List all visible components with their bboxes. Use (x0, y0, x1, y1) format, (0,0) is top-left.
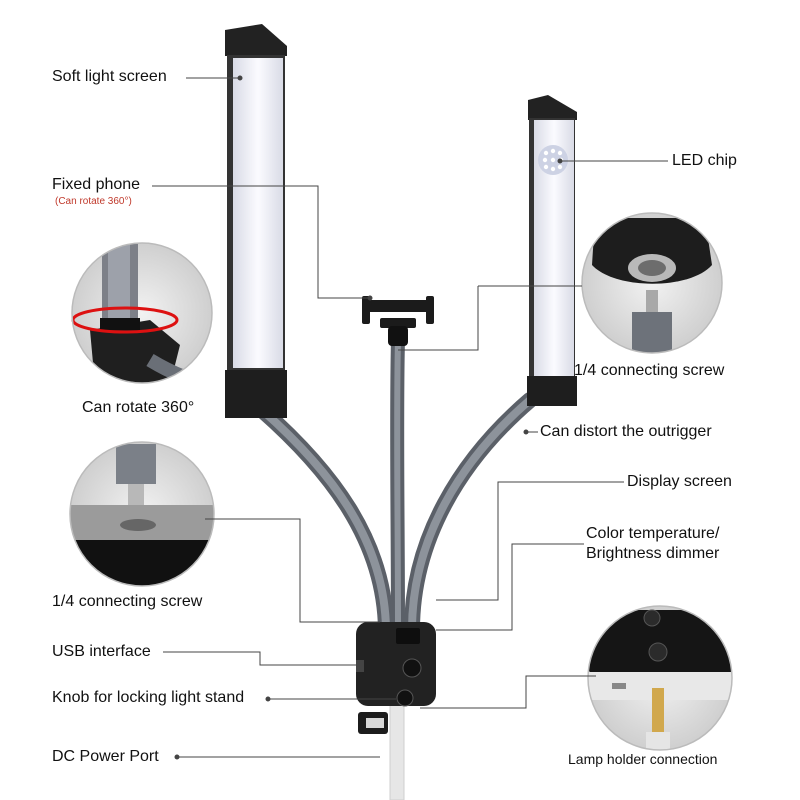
label-can-rotate: Can rotate 360° (82, 399, 195, 416)
label-lamp-holder-connection: Lamp holder connection (568, 751, 718, 767)
gooseneck-arms (254, 333, 538, 638)
detail-screw-left-circle (69, 441, 215, 587)
label-usb-interface: USB interface (52, 643, 151, 660)
label-led-chip: LED chip (672, 152, 737, 169)
label-connecting-screw-left: 1/4 connecting screw (52, 593, 203, 610)
label-display-screen: Display screen (627, 473, 732, 490)
label-color-temp-2: Brightness dimmer (586, 545, 720, 562)
detail-screw-right-circle (581, 212, 723, 354)
label-can-distort: Can distort the outrigger (540, 423, 712, 440)
label-dc-power-port: DC Power Port (52, 748, 159, 765)
left-light-panel (225, 24, 287, 418)
right-light-panel (527, 95, 577, 406)
label-soft-light-screen: Soft light screen (52, 68, 167, 85)
detail-rotate-circle (71, 242, 213, 384)
label-connecting-screw-right: 1/4 connecting screw (574, 362, 725, 379)
label-fixed-phone: Fixed phone (52, 176, 141, 193)
label-knob-locking: Knob for locking light stand (52, 689, 245, 706)
control-box (356, 622, 436, 734)
detail-lamp-holder-circle (587, 605, 733, 751)
stand-pole (389, 699, 405, 800)
label-fixed-phone-note: (Can rotate 360°) (55, 196, 132, 207)
phone-holder (362, 296, 434, 346)
leader-lines (152, 75, 668, 760)
label-color-temp-1: Color temperature/ (586, 525, 720, 542)
